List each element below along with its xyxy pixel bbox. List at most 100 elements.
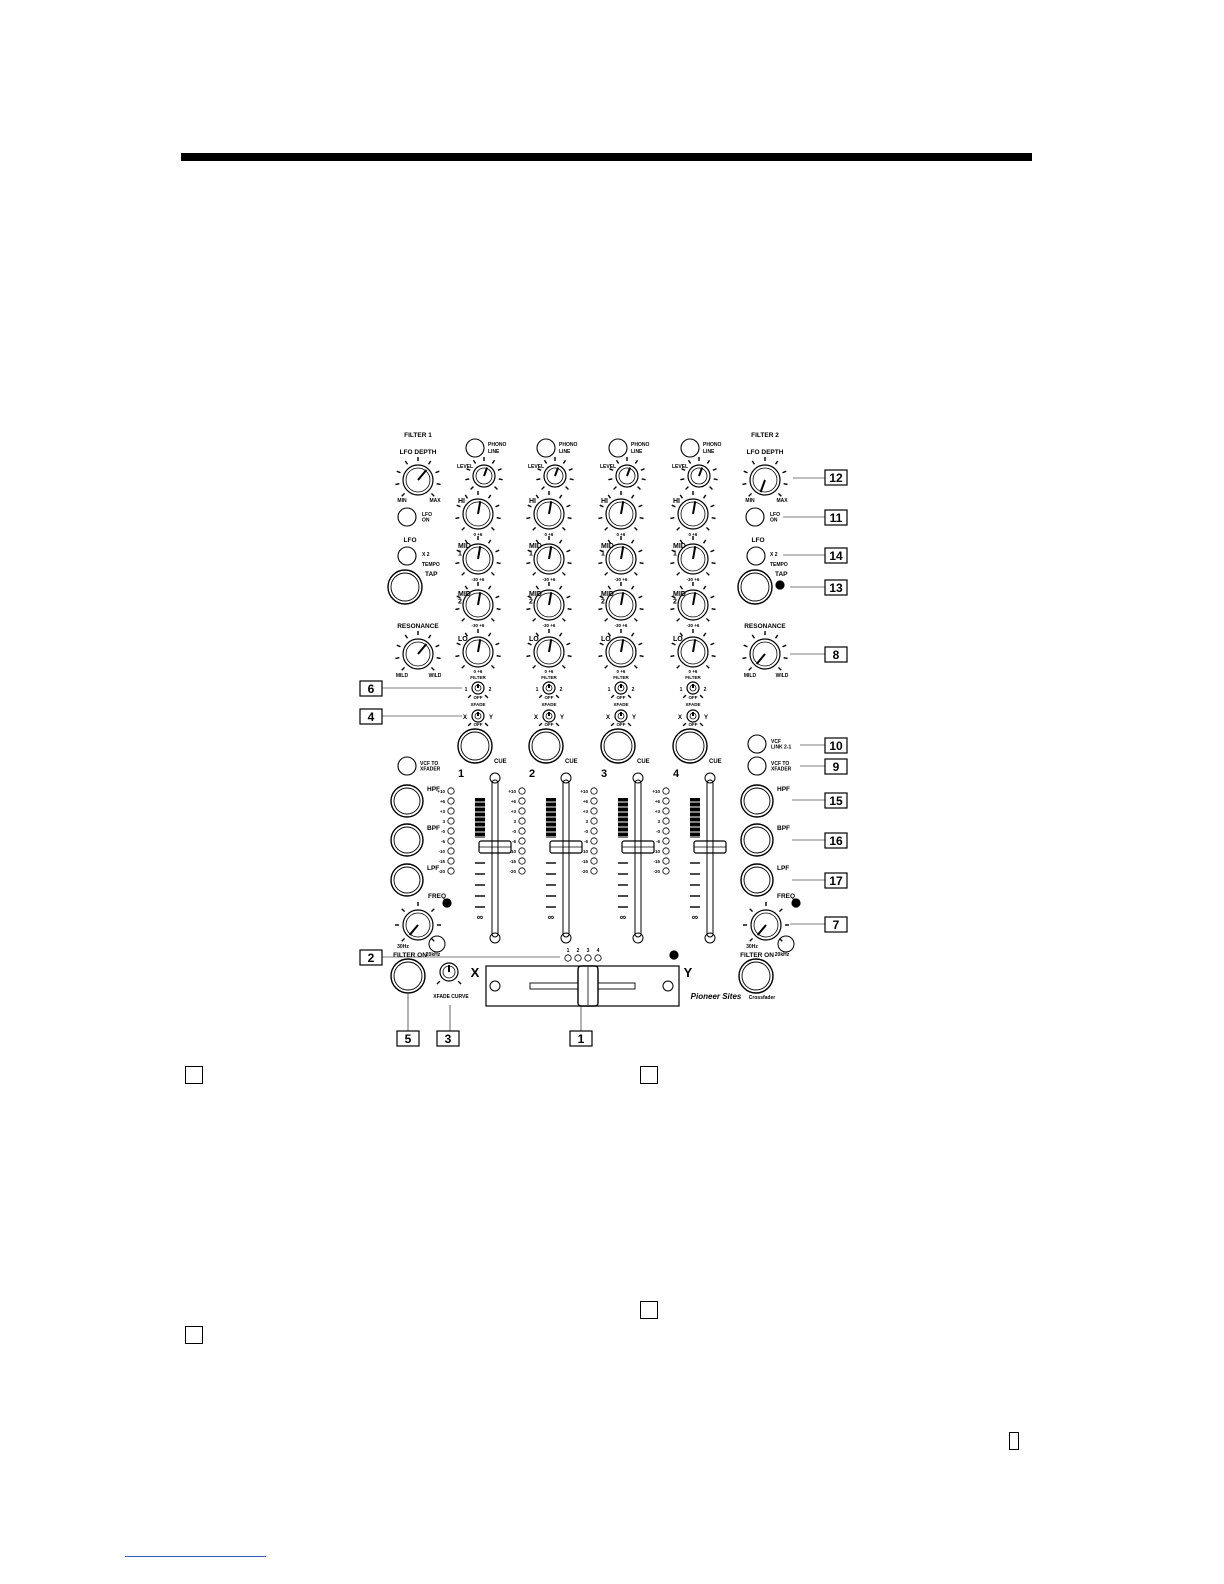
channel-1-mid2-knob-tick	[496, 608, 501, 611]
channel-3-mid1-knob-tick	[639, 562, 644, 565]
channel-2-mid2-knob-pointer	[548, 592, 553, 606]
filter1-resonance-knob-tick	[395, 657, 400, 660]
channel-2-lo-label: LO	[529, 636, 539, 643]
channel-2-cue-button	[528, 728, 564, 764]
filter1-lfo-depth-knob-tick	[427, 460, 432, 465]
channel-3-mid1-knob	[598, 536, 644, 576]
empty-checkbox-2	[640, 1066, 658, 1084]
filter2-x2-label: X 2	[770, 552, 778, 558]
channel-2-xfade-switch-tick	[538, 722, 543, 727]
channel-2-hi-knob-tick	[535, 494, 540, 499]
channel-2-mid1-knob-pointer	[548, 546, 553, 560]
filter1-20khz-label: 20kHz	[426, 952, 441, 958]
callout-3-box	[436, 1030, 460, 1047]
filter2-title: FILTER 2	[751, 432, 779, 439]
channel-1-level-knob	[465, 457, 503, 490]
channel-1-meter-scale-label: +10	[437, 789, 445, 794]
filter2-vcf-to-xfader-button	[747, 756, 767, 776]
channel-1-hi-knob-tick	[496, 517, 501, 520]
channel-3-mid1-label: MID	[601, 543, 614, 550]
channel-4-meter-scale-label: +10	[652, 789, 660, 794]
channel-2-lo-knob-tick	[535, 632, 540, 637]
channel-3-hi-label: HI	[601, 498, 608, 505]
channel-3-lo-knob-tick	[639, 655, 644, 658]
channel-4-filter-label: FILTER	[685, 675, 701, 680]
channel-3-fader-screw-bottom	[632, 932, 644, 944]
callout-12-label: 12	[829, 471, 843, 485]
xfade-curve-knob-body	[439, 962, 459, 982]
filter2-resonance-knob-tick	[743, 644, 748, 648]
channel-4-meter-led	[662, 857, 670, 865]
channel-1-meter-led	[447, 867, 455, 875]
filter1-title: FILTER 1	[404, 432, 432, 439]
channel-2-xfade-off-label: OFF	[545, 722, 554, 727]
channel-3-hi-knob-inner	[608, 501, 634, 527]
channel-3-mid2-knob-tick	[599, 595, 604, 599]
channel-3-filter-label: FILTER	[613, 675, 629, 680]
filter1-lfo-depth-knob-tick	[395, 483, 400, 486]
channel-4-mid1-knob-tick	[670, 562, 675, 565]
channel-2-level-knob-tick	[568, 468, 573, 471]
channel-4-meter-led	[662, 867, 670, 875]
channel-3-fader-infinity: ∞	[620, 912, 627, 922]
empty-checkbox-4	[640, 1301, 658, 1319]
filter2-x2-button	[746, 546, 766, 566]
channel-3-cue-label: CUE	[637, 759, 650, 765]
channel-2-mid2-knob-tick	[566, 595, 571, 599]
channel-4-hi-knob-tick	[679, 494, 684, 499]
channel-1-meter-scale-label: -6	[441, 839, 445, 844]
channel-1-lo-knob-tick	[455, 655, 460, 658]
channel-1-hi-knob-tick	[456, 504, 461, 508]
filter2-lfo-depth-knob-tick	[774, 460, 779, 465]
channel-4-lo-knob-inner	[680, 639, 706, 665]
crossfader-led	[574, 954, 582, 962]
channel-1-xfade-off-label: OFF	[474, 722, 483, 727]
filter1-hpf-label: HPF	[427, 786, 440, 793]
channel-3-level-knob-pointer	[626, 467, 632, 477]
channel-1-mid1-knob	[455, 536, 501, 576]
filter2-resonance-knob-tick	[742, 657, 747, 660]
channel-4-hi-knob-body	[677, 498, 709, 530]
filter2-bpf-label: BPF	[777, 825, 790, 832]
channel-1-number: 1	[458, 768, 464, 780]
channel-3-level-knob-tick	[634, 459, 639, 464]
channel-3-meter-scale-label: 3	[585, 819, 588, 824]
filter2-resonance-knob-tick	[748, 666, 753, 671]
filter1-min-label: MIN	[397, 498, 407, 504]
channel-1-hi-knob-body	[462, 498, 494, 530]
channel-4-phono-line-button	[680, 438, 700, 458]
channel-1-mid2-knob-tick	[495, 595, 500, 599]
filter2-freq-knob-inner	[753, 912, 779, 938]
filter2-freq-label: FREQ	[777, 893, 795, 900]
channel-1-lo-scale: 0 +6	[474, 669, 483, 674]
channel-4-lo-knob-tick	[702, 632, 707, 637]
channel-2-filter-switch	[538, 681, 560, 699]
channel-2-cue-button-inner	[531, 731, 561, 761]
channel-4-lo-knob-pointer	[692, 639, 697, 653]
callout-8-box	[824, 646, 848, 663]
channel-1-line-label: LINE	[488, 449, 500, 455]
callout-12-box	[824, 469, 848, 486]
filter1-lfo-depth-knob-tick	[396, 470, 401, 474]
channel-4-hi-knob-tick	[711, 517, 716, 520]
filter1-resonance-knob-body	[402, 638, 434, 670]
channel-1-hi-knob-tick	[461, 526, 466, 531]
channel-4-meter-scale-label: -15	[653, 859, 660, 864]
channel-4-level-knob-tick	[712, 468, 717, 471]
filter2-resonance-knob-tick	[774, 634, 779, 639]
callout-8-label: 8	[833, 648, 840, 662]
filter1-mild-label: MILD	[396, 673, 409, 679]
channel-4-lo-knob-tick	[710, 642, 715, 646]
filter1-lfo-depth-knob-tick	[436, 483, 441, 486]
channel-1-xfade-switch-tick	[484, 722, 489, 727]
channel-2-lo-knob-tick	[561, 664, 566, 669]
channel-2-level-knob-tick	[537, 468, 542, 471]
channel-2-filter-2-label: 2	[560, 687, 563, 693]
channel-1-level-label: LEVEL	[457, 464, 473, 470]
channel-2-hi-knob-pointer	[548, 501, 553, 515]
filter2-lfo-on-button	[745, 507, 765, 527]
channel-3-level-knob-tick	[640, 468, 645, 471]
channel-3-hi-knob	[598, 491, 644, 531]
callout-7-box	[824, 916, 848, 933]
